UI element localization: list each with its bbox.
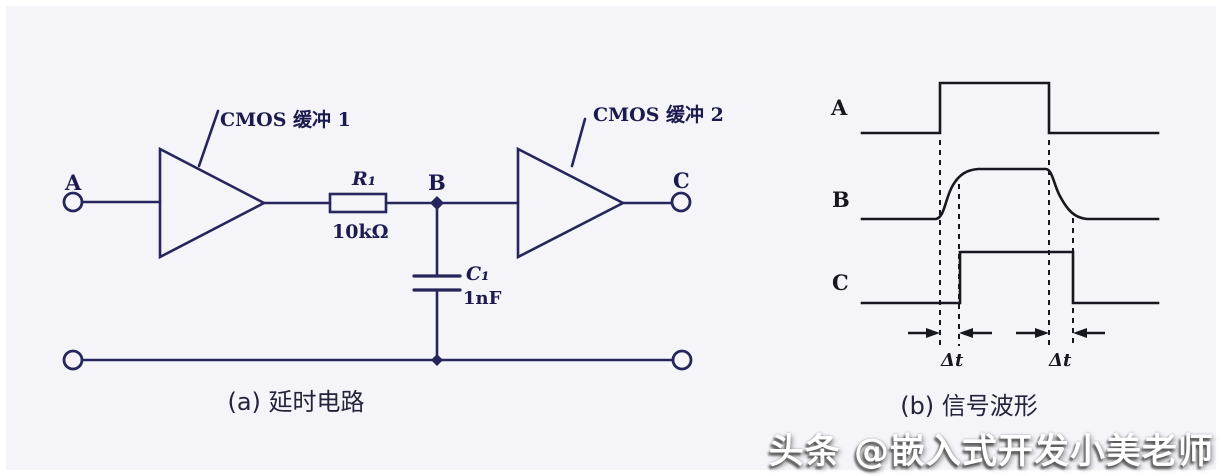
capacitor-name: C₁ (466, 263, 489, 285)
node-b-label: B (428, 170, 446, 195)
node-c-label: C (673, 168, 690, 193)
buffer1-triangle (158, 146, 267, 260)
trace-b-label: B (832, 187, 850, 212)
delta2-right-arrow-head (1073, 328, 1087, 338)
resistor-value: 10kΩ (332, 221, 389, 243)
terminal-ground-left (62, 349, 84, 371)
watermark-text: 头条 @嵌入式开发小美老师 (768, 432, 1214, 472)
delay-circuit-panel: A CMOS 缓冲 1 R₁ 10kΩ B C₁ 1nF CMOS 缓冲 2 C… (62, 103, 724, 416)
resistor-name: R₁ (351, 168, 376, 190)
terminal-a (62, 191, 84, 213)
node-a-label: A (64, 170, 82, 195)
trace-b-waveform (860, 167, 1160, 221)
delta1-label: Δt (940, 350, 964, 371)
resistor-body (328, 192, 388, 214)
trace-a-label: A (830, 95, 848, 120)
circuit-caption: (a) 延时电路 (227, 388, 364, 416)
trace-c-waveform (860, 250, 1160, 305)
buffer1-label: CMOS 缓冲 1 (220, 108, 351, 131)
terminal-ground-right (671, 349, 693, 371)
trace-c-label: C (832, 270, 849, 295)
waveform-caption: (b) 信号波形 (900, 392, 1038, 420)
delta2-label: Δt (1048, 350, 1072, 371)
terminal-c (670, 191, 692, 213)
delta1-right-arrow-head (959, 328, 973, 338)
buffer2-label: CMOS 缓冲 2 (593, 103, 724, 126)
trace-a-waveform (860, 81, 1160, 135)
delta2-left-arrow-head (1035, 328, 1049, 338)
signal-waveform-panel: A B C Δt Δt (b) 信号波形 (830, 81, 1160, 420)
delta1-left-arrow-head (926, 328, 940, 338)
capacitor-value: 1nF (463, 288, 502, 309)
buffer2-triangle (516, 146, 626, 260)
buffer1-leader-line (197, 109, 220, 168)
buffer2-leader-line (570, 117, 587, 168)
